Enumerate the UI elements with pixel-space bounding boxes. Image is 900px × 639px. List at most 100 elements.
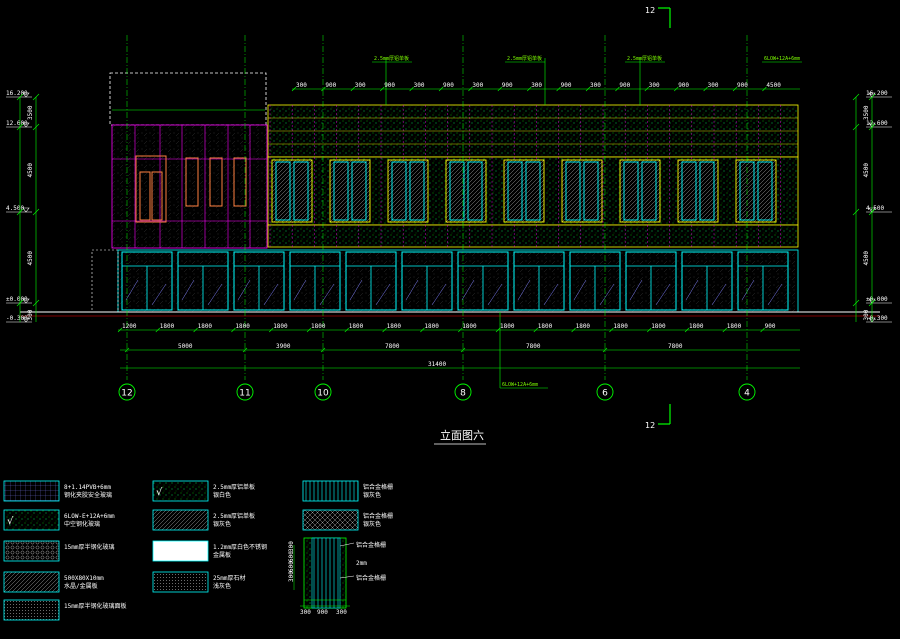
bottom-dim2-text: 7800 <box>526 343 541 350</box>
dim-tick <box>684 327 690 333</box>
glass-hatch <box>629 279 643 301</box>
vert-dim-text: 4500 <box>27 163 34 178</box>
dim-tick <box>571 327 576 333</box>
upper-window <box>329 159 371 223</box>
axis-bubble: 8 <box>454 383 472 401</box>
dim-tick <box>615 86 620 92</box>
glass-hatch <box>237 279 251 301</box>
dim-tick <box>16 299 24 307</box>
facade-details <box>121 105 798 311</box>
bottom-dim-text: 1800 <box>349 323 364 330</box>
upper-window <box>387 159 429 223</box>
top-dim-text: 900 <box>678 82 689 89</box>
vert-dim-text: 4500 <box>27 251 34 266</box>
dim-tick <box>760 327 765 333</box>
dim-tick <box>732 86 738 92</box>
legend-text: 钢化夹胶安全玻璃 <box>64 491 112 499</box>
dim-tick <box>16 123 24 131</box>
level-marker: 16.200 <box>6 90 32 98</box>
legend-text: 水晶/金属板 <box>64 582 98 590</box>
vert-dim-text: 3500 <box>27 105 34 120</box>
dim-tick <box>533 327 539 333</box>
bottom-dim-text: 1800 <box>387 323 402 330</box>
legend-text: 银灰色 <box>213 520 231 528</box>
glass-hatch <box>349 279 363 301</box>
axis-label: 11 <box>239 389 250 399</box>
top-dim-text: 900 <box>561 82 572 89</box>
bottom-dim2-text: 3900 <box>276 343 291 350</box>
dim-tick <box>495 327 501 333</box>
upper-window-pane <box>681 161 697 221</box>
dim-tick <box>409 86 414 92</box>
bottom-dim-text: 1800 <box>500 323 515 330</box>
legend-swatch <box>3 571 60 593</box>
glass-hatch <box>293 279 307 301</box>
total-dim-text: 31400 <box>428 361 446 368</box>
glass-hatch <box>487 283 503 306</box>
level-marker: -0.300 <box>6 315 32 323</box>
detail-vdim-2: 600 <box>288 551 295 562</box>
bottom-dim-text: 1800 <box>160 323 175 330</box>
dim-tick <box>722 327 728 333</box>
top-dim-text: 300 <box>296 82 307 89</box>
callout-bottom-text: 6LOW+12A+6mm <box>502 382 538 388</box>
axis-bubble: 10 <box>314 383 332 401</box>
glass-hatch <box>461 279 475 301</box>
dim-tick <box>16 93 24 101</box>
level-text: 16.200 <box>866 90 888 97</box>
glass-hatch <box>319 283 335 306</box>
top-dim-text: 300 <box>531 82 542 89</box>
glass-hatch <box>207 283 223 306</box>
legend-text: 铝合金格栅 <box>363 512 393 520</box>
top-dim-text: 900 <box>619 82 630 89</box>
bottom-dim-text: 1800 <box>273 323 288 330</box>
dim-tick <box>556 86 561 92</box>
glass-hatch <box>181 279 195 301</box>
level-text: 16.200 <box>6 90 28 97</box>
legend-text: 15mm厚半钢化玻璃 <box>64 543 114 551</box>
dim-tick <box>585 86 591 92</box>
glass-hatch <box>375 283 391 306</box>
top-dim-text: 300 <box>649 82 660 89</box>
level-text: 4.500 <box>6 205 24 212</box>
axis-label: 4 <box>744 389 750 399</box>
level-text: 4.500 <box>866 205 884 212</box>
section-mark-label-top: 12 <box>645 6 655 15</box>
upper-window-pane <box>525 161 541 221</box>
upper-window <box>735 159 777 223</box>
axis-bubble: 11 <box>236 383 254 401</box>
axis-bubble: 4 <box>738 383 756 401</box>
dim-tick <box>868 123 876 131</box>
top-dim-text: 300 <box>472 82 483 89</box>
level-text: 12.600 <box>866 120 888 127</box>
top-dim-text: 300 <box>590 82 601 89</box>
legend-text: 中空钢化玻璃 <box>64 520 100 528</box>
bottom-dim-text: 1800 <box>198 323 213 330</box>
bottom-dim-text: 1800 <box>613 323 628 330</box>
vert-dim-text: 3500 <box>863 105 870 120</box>
level-triangle <box>22 122 30 128</box>
legend-text: 银白色 <box>213 491 231 499</box>
grille-detail: 300 900 300 300 600 600 300 铝合金格栅 2mm 铝合… <box>288 537 386 616</box>
glass-hatch <box>517 279 531 301</box>
dim-tick <box>852 208 860 216</box>
dim-tick <box>868 208 876 216</box>
bottom-dim-text: 1800 <box>651 323 666 330</box>
glass-hatch <box>685 279 699 301</box>
level-text: -0.300 <box>866 315 888 322</box>
legend-swatch <box>3 480 60 502</box>
dim-tick <box>438 86 444 92</box>
dim-tick <box>673 86 679 92</box>
section-mark-label-bottom: 12 <box>645 421 655 430</box>
detail-dim-2: 300 <box>336 609 347 616</box>
legend-swatch <box>152 540 209 562</box>
dim-tick <box>231 327 236 333</box>
upper-window-pane <box>623 161 639 221</box>
